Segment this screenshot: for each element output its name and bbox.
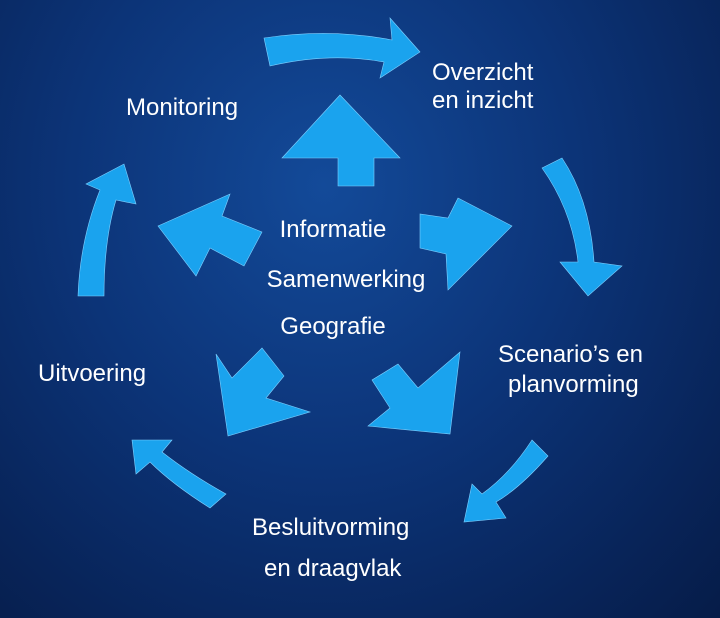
stage-label-monitoring: Monitoring [126, 94, 238, 121]
cycle-arrow-overzicht-to-scenarios [541, 157, 623, 297]
radial-arrow-lower-right [367, 351, 461, 435]
stage-label-besluitvorming-line1: Besluitvorming [252, 514, 409, 541]
stage-label-scenarios-line1: Scenario’s en [498, 341, 643, 368]
stage-label-overzicht-line1: Overzicht [432, 59, 534, 86]
stage-label-scenarios-line2: planvorming [508, 371, 639, 398]
cycle-arrow-uitvoering-to-monitoring [77, 163, 137, 297]
radial-arrow-upper-right [419, 197, 513, 291]
radial-arrow-up [281, 94, 401, 187]
stage-label-uitvoering: Uitvoering [38, 360, 146, 387]
cycle-arrow-besluitvorming-to-uitvoering [131, 439, 227, 509]
radial-arrow-upper-left [157, 193, 263, 277]
radial-arrow-lower-left [215, 347, 312, 437]
cycle-arrow-scenarios-to-besluitvorming [463, 439, 549, 523]
stage-label-overzicht-line2: en inzicht [432, 87, 534, 114]
center-term-samenwerking: Samenwerking [267, 266, 426, 293]
stage-label-besluitvorming-line2: en draagvlak [264, 555, 402, 582]
cycle-arrow-monitoring-to-overzicht [263, 17, 421, 79]
center-term-geografie: Geografie [280, 313, 385, 340]
center-term-informatie: Informatie [280, 216, 387, 243]
